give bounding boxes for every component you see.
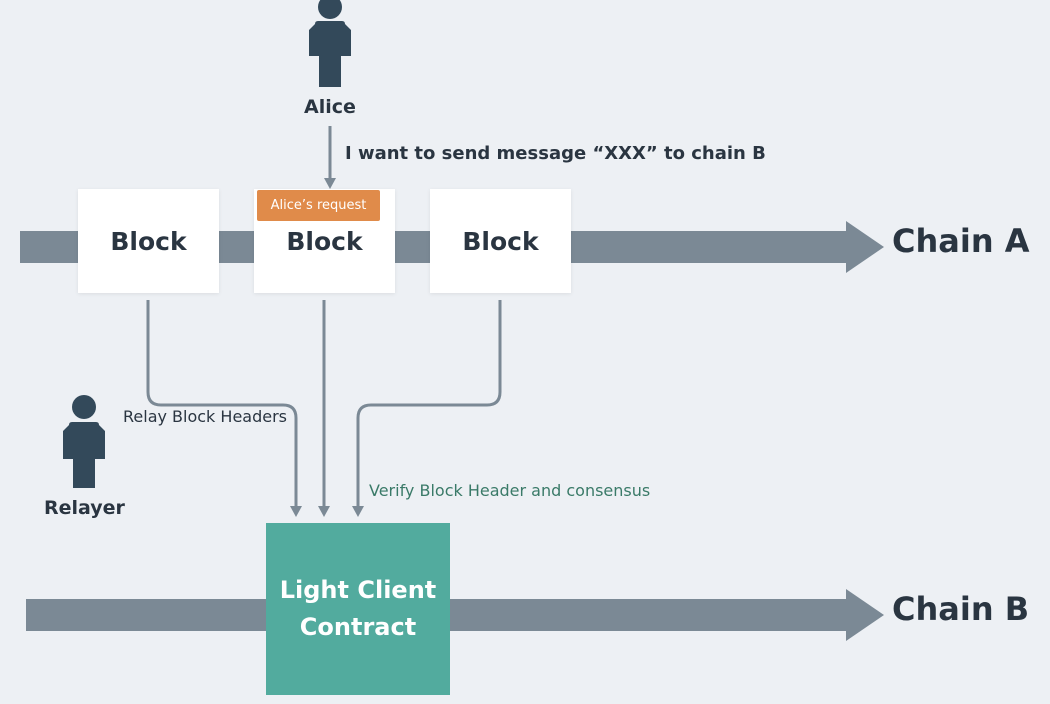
contract-label-line-2: Contract bbox=[299, 613, 417, 641]
chain-b-label: Chain B bbox=[892, 590, 1030, 628]
relay-connector-block-3 bbox=[352, 300, 502, 517]
contract-label-line-1: Light Client bbox=[279, 576, 437, 604]
light-client-contract: Light Client Contract bbox=[266, 523, 450, 695]
verify-header-label: Verify Block Header and consensus bbox=[369, 481, 651, 500]
chain-b-arrow bbox=[26, 589, 884, 641]
chain-a-label: Chain A bbox=[892, 222, 1030, 260]
block-1: Block bbox=[78, 189, 219, 293]
alice-request-tag: Alice’s request bbox=[257, 190, 380, 221]
alice-message: I want to send message “XXX” to chain B bbox=[345, 143, 766, 164]
relayer-label: Relayer bbox=[44, 497, 125, 519]
block-3: Block bbox=[430, 189, 571, 293]
relayer-person-icon bbox=[63, 395, 105, 488]
relay-connector-block-1 bbox=[146, 300, 302, 517]
alice-request-arrow bbox=[324, 126, 336, 189]
relay-connector-block-2 bbox=[318, 300, 330, 517]
alice-person-icon bbox=[309, 0, 351, 87]
relay-block-headers-label: Relay Block Headers bbox=[123, 407, 287, 426]
alice-label: Alice bbox=[304, 96, 356, 118]
